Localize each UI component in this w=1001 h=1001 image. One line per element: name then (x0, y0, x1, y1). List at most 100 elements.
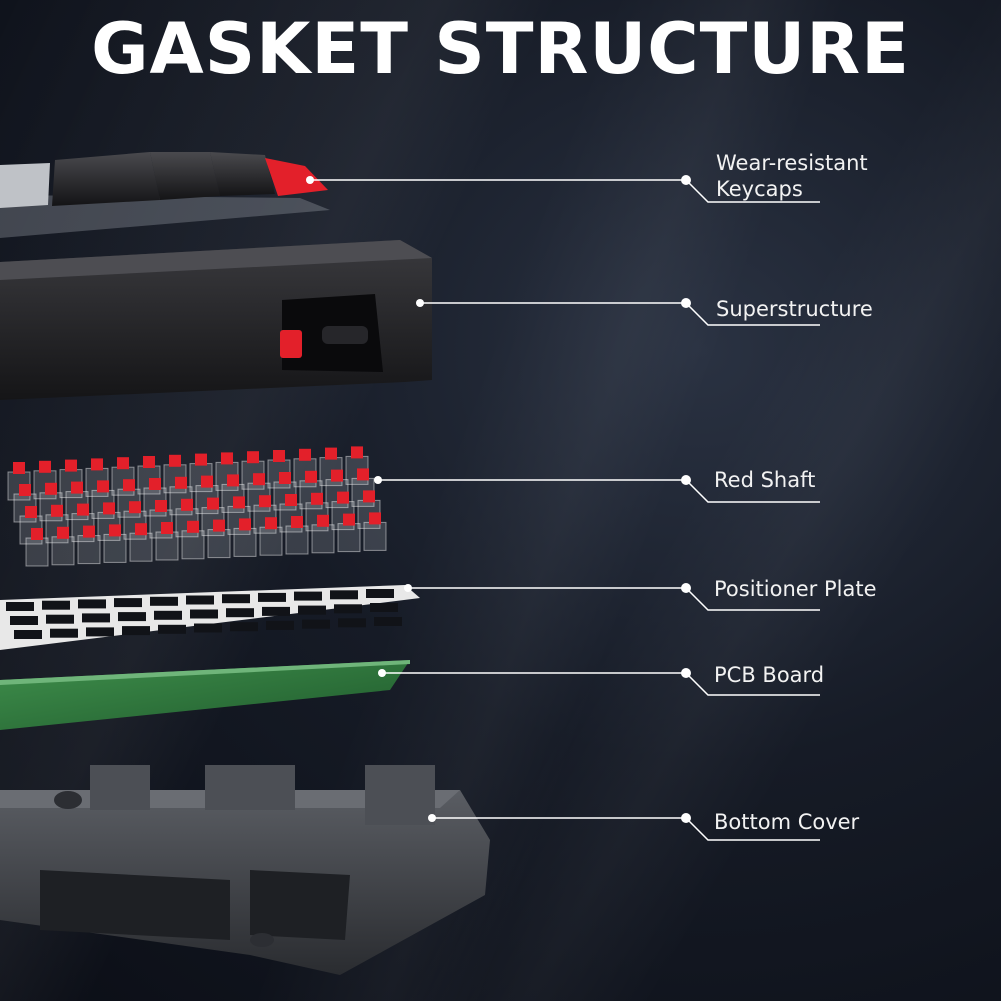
plate-cutout (42, 600, 70, 610)
plate-cutout (78, 599, 106, 609)
plate-cutout (82, 613, 110, 623)
pcb-board-layer (0, 660, 410, 730)
red-switch-stem (187, 520, 199, 533)
plate-cutout (150, 596, 178, 606)
leader-anchor (378, 669, 386, 677)
plate-cutout (334, 604, 362, 614)
leader-dot (681, 475, 691, 485)
red-switch-stem (233, 496, 245, 509)
plate-cutout (298, 605, 326, 615)
red-switch-stem (13, 462, 25, 474)
red-switch-stem (57, 526, 69, 539)
red-switch-stem (51, 504, 63, 517)
red-switch-stem (169, 454, 181, 467)
plate-cutout (186, 595, 214, 605)
red-switch-stem (109, 524, 121, 537)
red-switch-stem (351, 446, 363, 459)
red-switch-stem (71, 481, 83, 494)
red-switch-stem (247, 451, 259, 464)
red-switch-stem (207, 497, 219, 510)
red-switch-stem (227, 474, 239, 487)
plate-cutout (86, 627, 114, 637)
red-switch-stem (279, 472, 291, 484)
red-switch-stem (337, 491, 349, 504)
plate-cutout (330, 590, 358, 600)
switch-body (311, 524, 335, 554)
red-switch-stem (331, 469, 343, 482)
red-switch-stem (291, 516, 303, 528)
keycaps-layer (0, 152, 330, 238)
red-switch-stem (123, 479, 135, 492)
switch-body (207, 529, 231, 559)
plate-cutout (370, 603, 398, 612)
red-switch-stem (195, 453, 207, 466)
plate-cutout (266, 620, 294, 630)
red-switch-stem (91, 458, 103, 471)
plate-cutout (50, 628, 78, 638)
plate-cutout (158, 624, 186, 634)
red-switch-stem (155, 500, 167, 512)
plate-cutout (294, 591, 322, 601)
bottom-cover-layer (0, 765, 490, 975)
red-switch-stem (285, 494, 297, 506)
plate-cutout (374, 617, 402, 626)
red-switch-stem (311, 492, 323, 505)
red-switch-stem (265, 517, 277, 530)
plate-cutout (6, 602, 34, 611)
switch-body (25, 537, 49, 567)
red-switch-stem (97, 480, 109, 493)
leader-lines (310, 179, 820, 841)
leader-anchor (404, 584, 412, 592)
red-switch-stem (117, 457, 129, 470)
leader-line-pcb-board (382, 672, 820, 696)
red-switch-stem (357, 468, 369, 481)
red-switch-stem (65, 459, 77, 472)
label-superstructure: Superstructure (716, 297, 873, 321)
plate-cutout (114, 598, 142, 608)
leader-dot (681, 813, 691, 823)
red-switch-stem (175, 476, 187, 489)
plate-cutout (118, 612, 146, 622)
red-switch-stem (253, 473, 265, 486)
plate-cutout (46, 614, 74, 624)
red-switch-stem (149, 478, 161, 490)
plate-cutout (154, 610, 182, 620)
switch-body (233, 527, 257, 557)
label-red-shaft: Red Shaft (714, 468, 816, 492)
red-switch-stem (343, 513, 355, 526)
page-title: GASKET STRUCTURE (91, 8, 910, 90)
plate-cutout (258, 592, 286, 602)
red-switch-stem (39, 460, 51, 473)
red-switch-stem (161, 522, 173, 534)
switch-body (77, 535, 101, 565)
red-switch-stem (363, 490, 375, 503)
red-switch-stem (19, 484, 31, 496)
plate-cutout (14, 630, 42, 639)
label-bottom-cover: Bottom Cover (714, 810, 860, 834)
leader-line-bottom-cover (432, 817, 820, 841)
plate-cutout (190, 609, 218, 619)
leader-line-red-shaft (378, 479, 820, 503)
switch-body (259, 526, 283, 556)
positioner-plate-layer (0, 585, 420, 650)
red-shaft-layer (7, 446, 387, 567)
red-switch-stem (221, 452, 233, 465)
switch-body (103, 533, 127, 563)
plate-cutout (230, 622, 258, 632)
red-keycap (265, 158, 328, 196)
plate-cutout (226, 608, 254, 618)
red-switch-stem (135, 523, 147, 536)
red-switch-stem (25, 506, 37, 518)
red-switch-stem (299, 448, 311, 461)
leader-line-positioner-plate (408, 587, 820, 611)
red-switch-stem (77, 503, 89, 516)
red-switch-stem (143, 456, 155, 468)
plate-cutout (338, 618, 366, 628)
switch-body (337, 523, 361, 553)
plate-cutout (222, 594, 250, 604)
plate-cutout (122, 626, 150, 636)
red-switch-stem (273, 450, 285, 462)
leader-dot (681, 175, 691, 185)
red-switch-stem (31, 528, 43, 540)
